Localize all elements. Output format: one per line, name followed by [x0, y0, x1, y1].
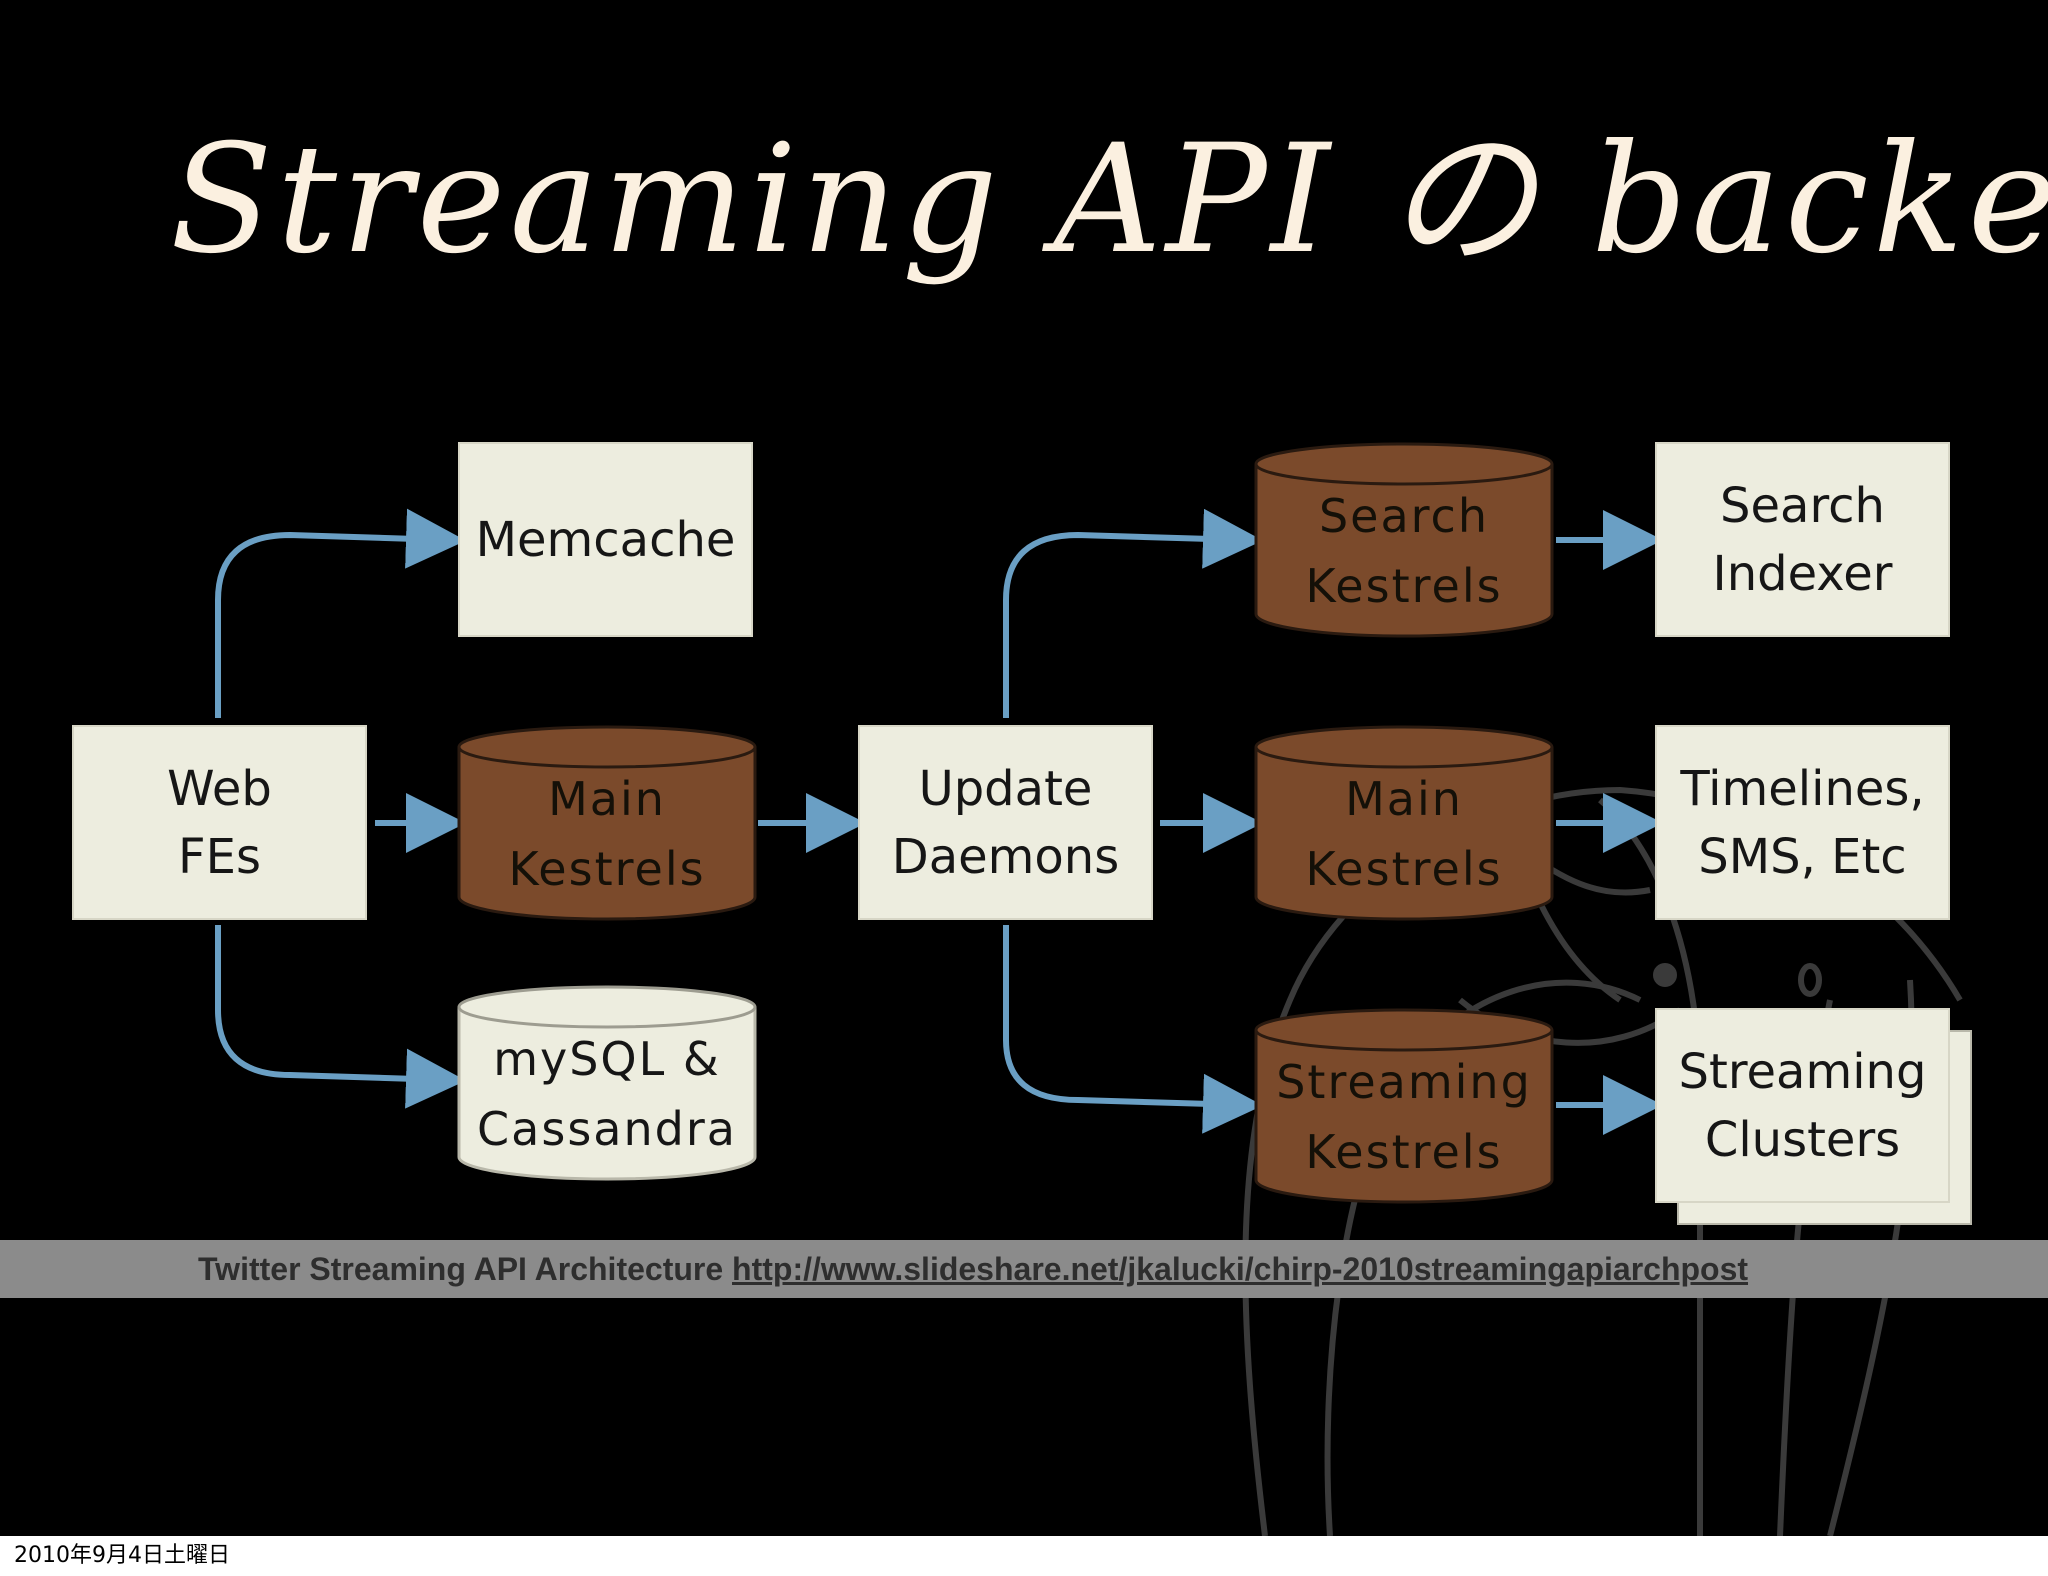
node-streaming-clusters: Streaming Clusters: [1655, 1008, 1950, 1203]
caption-link[interactable]: http://www.slideshare.net/jkalucki/chirp…: [732, 1251, 1749, 1287]
node-memcache: Memcache: [458, 442, 753, 637]
node-main-kestrels-left: Main Kestrels: [457, 725, 757, 921]
node-streaming-kestrels: Streaming Kestrels: [1254, 1008, 1554, 1204]
node-timelines-sms: Timelines, SMS, Etc: [1655, 725, 1950, 920]
arrow-update-streaming: [1003, 925, 1263, 1134]
arrow-webfes-memcache: [215, 508, 466, 718]
slide: Streaming API の backend Web FEs Memcache…: [0, 0, 2048, 1536]
search-kestrels-label: Search Kestrels: [1305, 489, 1503, 613]
slide-title: Streaming API の backend: [170, 113, 2048, 287]
node-mysql-cassandra: mySQL & Cassandra: [457, 985, 757, 1181]
arrow-webfes-mysql: [215, 925, 466, 1109]
streaming-kestrels-label: Streaming Kestrels: [1276, 1055, 1532, 1179]
diagram-connectors: [215, 508, 1663, 1135]
node-search-indexer: Search Indexer: [1655, 442, 1950, 637]
caption-text: Twitter Streaming API Architecture: [198, 1251, 733, 1287]
caption-bar: Twitter Streaming API Architecture http:…: [0, 1240, 2048, 1298]
arrow-update-search: [1003, 508, 1263, 718]
footer-date: 2010年9月4日土曜日: [14, 1543, 230, 1568]
mysql-cassandra-label: mySQL & Cassandra: [477, 1032, 737, 1156]
main-kestrels-left-label: Main Kestrels: [508, 772, 706, 896]
node-web-fes: Web FEs: [72, 725, 367, 920]
node-update-daemons: Update Daemons: [858, 725, 1153, 920]
node-main-kestrels-right: Main Kestrels: [1254, 725, 1554, 921]
node-search-kestrels: Search Kestrels: [1254, 442, 1554, 638]
main-kestrels-right-label: Main Kestrels: [1305, 772, 1503, 896]
